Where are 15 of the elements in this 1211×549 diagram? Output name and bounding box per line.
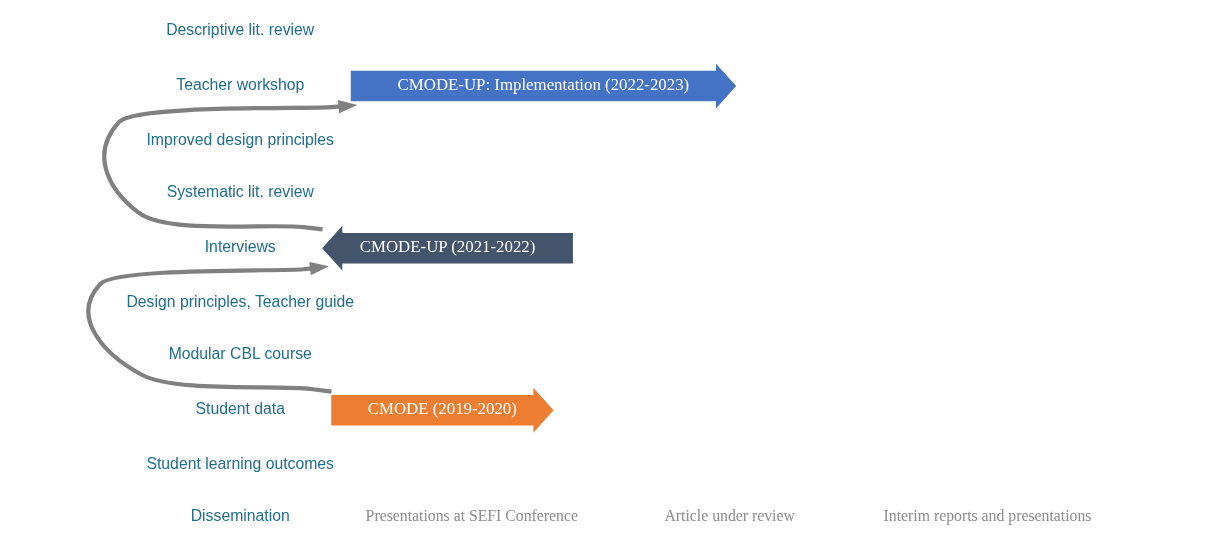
label: Systematic lit. review <box>166 183 314 201</box>
label: Interviews <box>204 237 276 255</box>
label: Design principles, Teacher guide <box>126 292 355 310</box>
label: Article under review <box>664 507 795 525</box>
label: Student learning outcomes <box>146 454 335 472</box>
label: Descriptive lit. review <box>166 21 315 39</box>
label: Teacher workshop <box>176 75 305 93</box>
arrow <box>102 99 358 232</box>
label: Dissemination <box>190 507 290 525</box>
arrow <box>86 261 332 394</box>
label: Improved design principles <box>146 130 335 148</box>
label: Student data <box>195 399 285 417</box>
label: Modular CBL course <box>168 345 312 363</box>
label: Interim reports and presentations <box>883 507 1092 525</box>
label: Presentations at SEFI Conference <box>365 507 578 525</box>
